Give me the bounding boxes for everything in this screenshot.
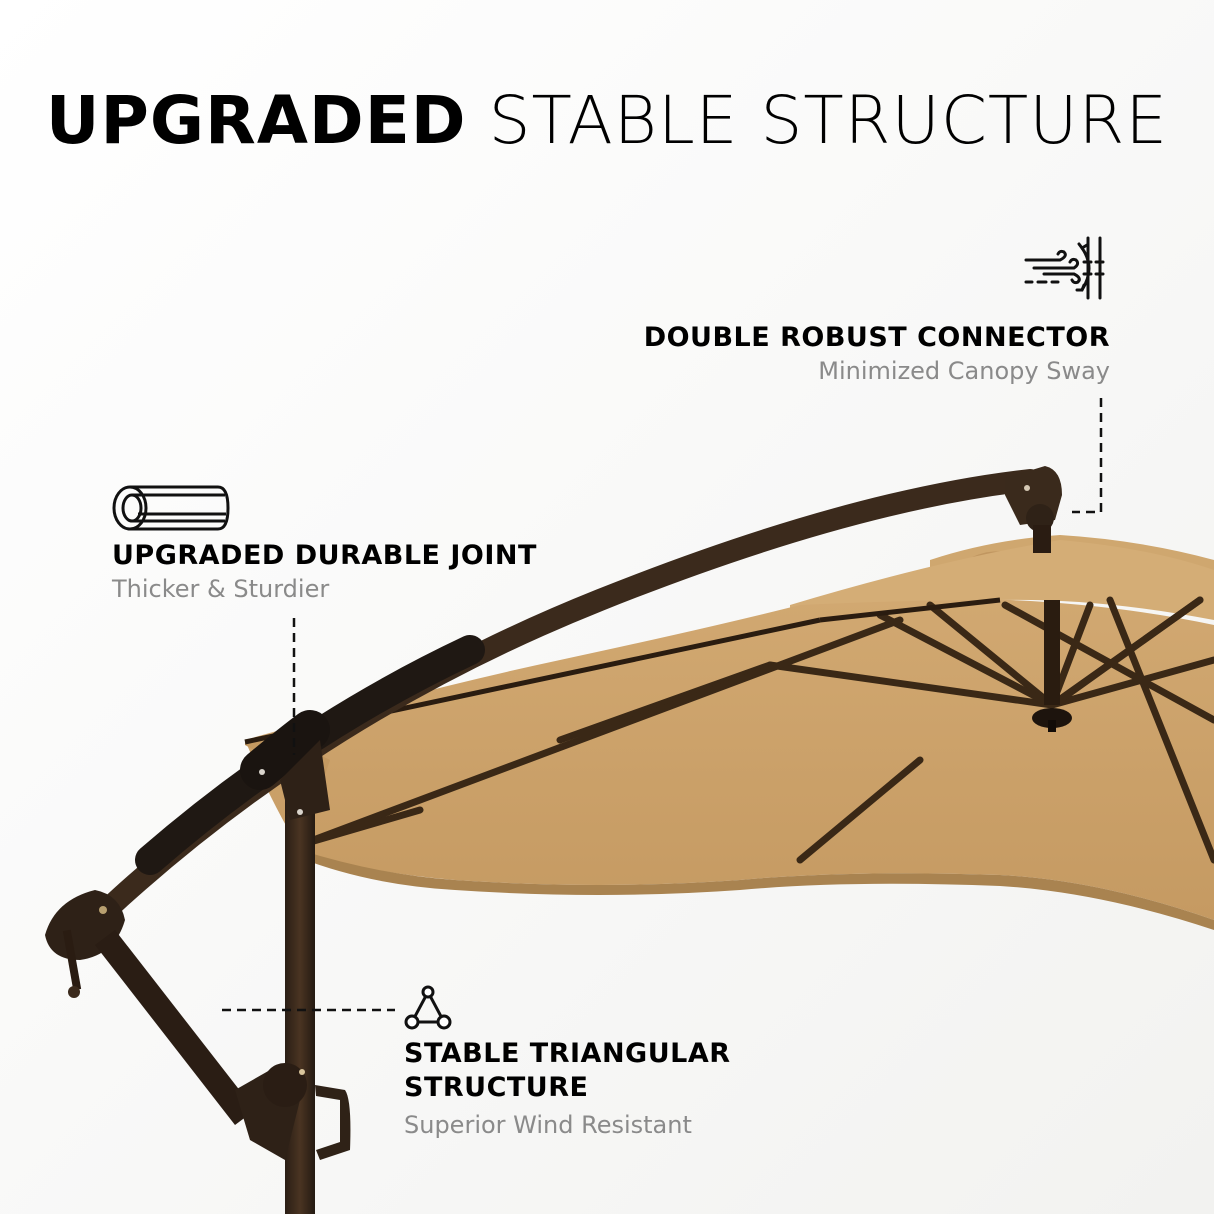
feature-double-robust-connector: DOUBLE ROBUST CONNECTOR Minimized Canopy…	[644, 321, 1110, 387]
feature-title-line2: STRUCTURE	[404, 1072, 589, 1103]
page-title: UPGRADED STABLE STRUCTURE	[0, 82, 1214, 159]
feature-subtitle: Thicker & Sturdier	[112, 575, 330, 603]
feature-title: DOUBLE ROBUST CONNECTOR	[643, 322, 1110, 353]
feature-title-line1: STABLE TRIANGULAR	[404, 1038, 731, 1069]
title-bold: UPGRADED	[45, 82, 467, 159]
wind-resistance-icon	[1024, 236, 1105, 300]
feature-stable-triangular-structure: STABLE TRIANGULAR STRUCTURE Superior Win…	[404, 1037, 731, 1141]
feature-title: UPGRADED DURABLE JOINT	[112, 540, 537, 571]
feature-subtitle: Superior Wind Resistant	[404, 1111, 692, 1139]
tube-pipe-icon	[112, 485, 230, 531]
feature-upgraded-durable-joint: UPGRADED DURABLE JOINT Thicker & Sturdie…	[112, 539, 537, 605]
feature-subtitle: Minimized Canopy Sway	[818, 357, 1110, 385]
triangle-structure-icon	[404, 985, 452, 1030]
title-light: STABLE STRUCTURE	[488, 82, 1169, 159]
